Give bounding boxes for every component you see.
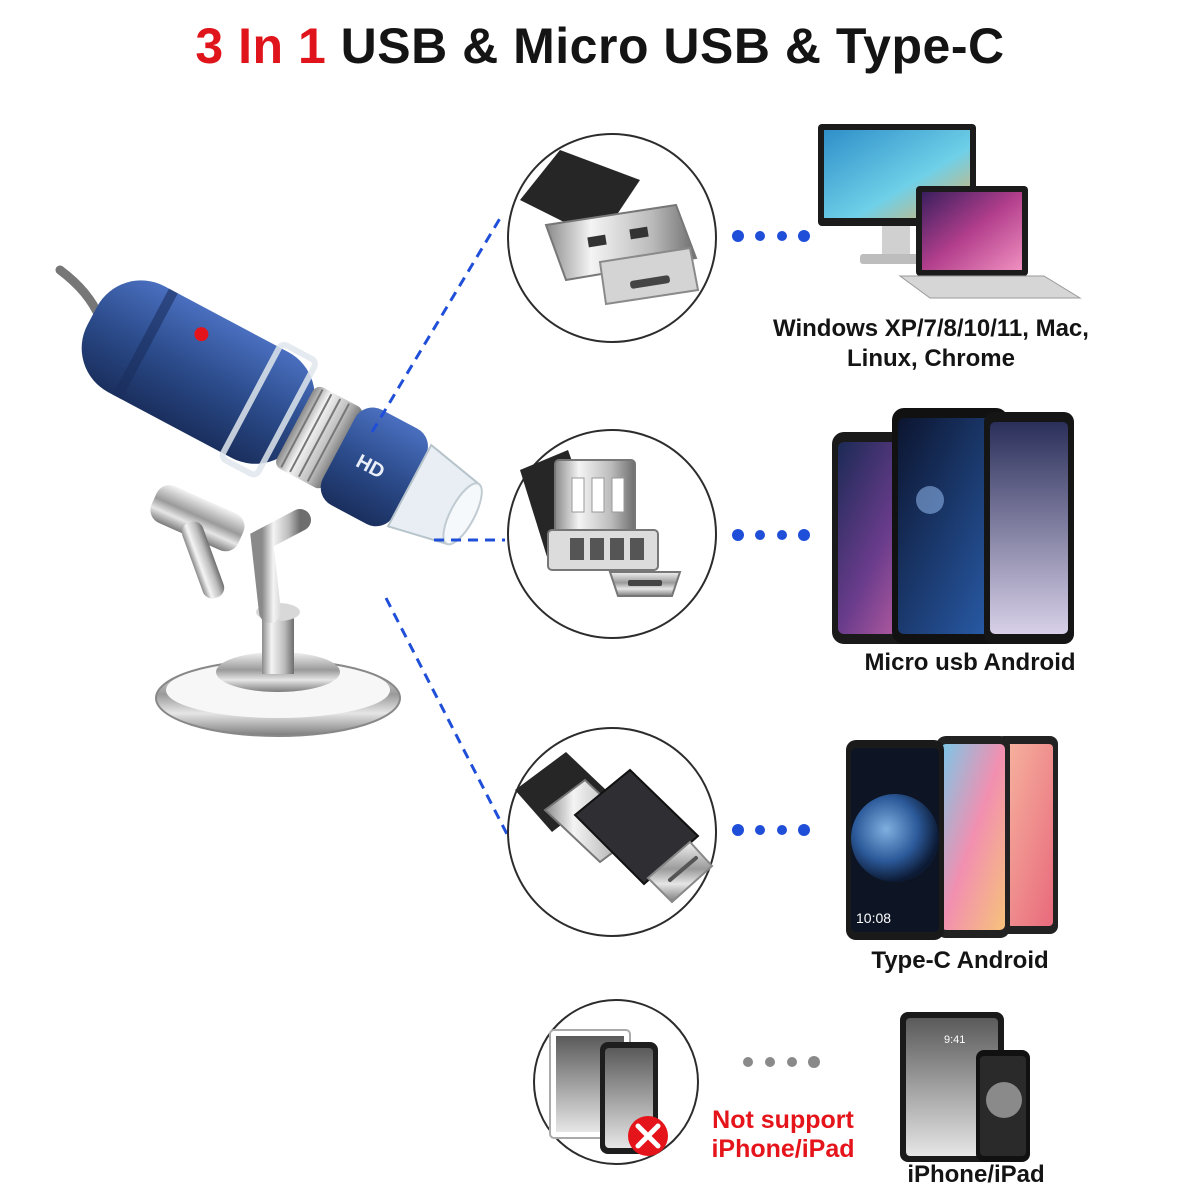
tablet (900, 1012, 1030, 1162)
smartphone (846, 736, 1058, 940)
headline-emphasis: 3 In 1 (195, 18, 327, 74)
tablet-clock: 9:41 (944, 1034, 966, 1046)
headline: 3 In 1 USB & Micro USB & Type-C (0, 14, 1200, 78)
type-c-adapter (507, 727, 717, 937)
warning-not-supported: Not support iPhone/iPad (711, 1106, 855, 1163)
caption-computers-line1: Windows XP/7/8/10/11, Mac, (773, 315, 1089, 342)
caption-computers-line2: Linux, Chrome (846, 345, 1015, 372)
connector-lines (370, 214, 512, 841)
micro-usb-plug (507, 429, 717, 639)
smartphone (832, 408, 1074, 644)
apple-devices-not-supported (533, 999, 699, 1165)
caption-iphone-ipad: iPhone/iPad (907, 1161, 1045, 1188)
phone-clock: 10:08 (856, 910, 892, 926)
dot-connectors (732, 230, 820, 1068)
laptop (898, 186, 1082, 299)
caption-type-c-android: Type-C Android (871, 947, 1049, 974)
caption-micro-usb-android: Micro usb Android (864, 649, 1076, 676)
headline-rest: USB & Micro USB & Type-C (340, 18, 1005, 74)
usb-microscope: HD (55, 265, 483, 737)
caption-computers: Windows XP/7/8/10/11, Mac, Linux, Chrome (728, 314, 1134, 374)
usb-a-plug (507, 133, 717, 343)
